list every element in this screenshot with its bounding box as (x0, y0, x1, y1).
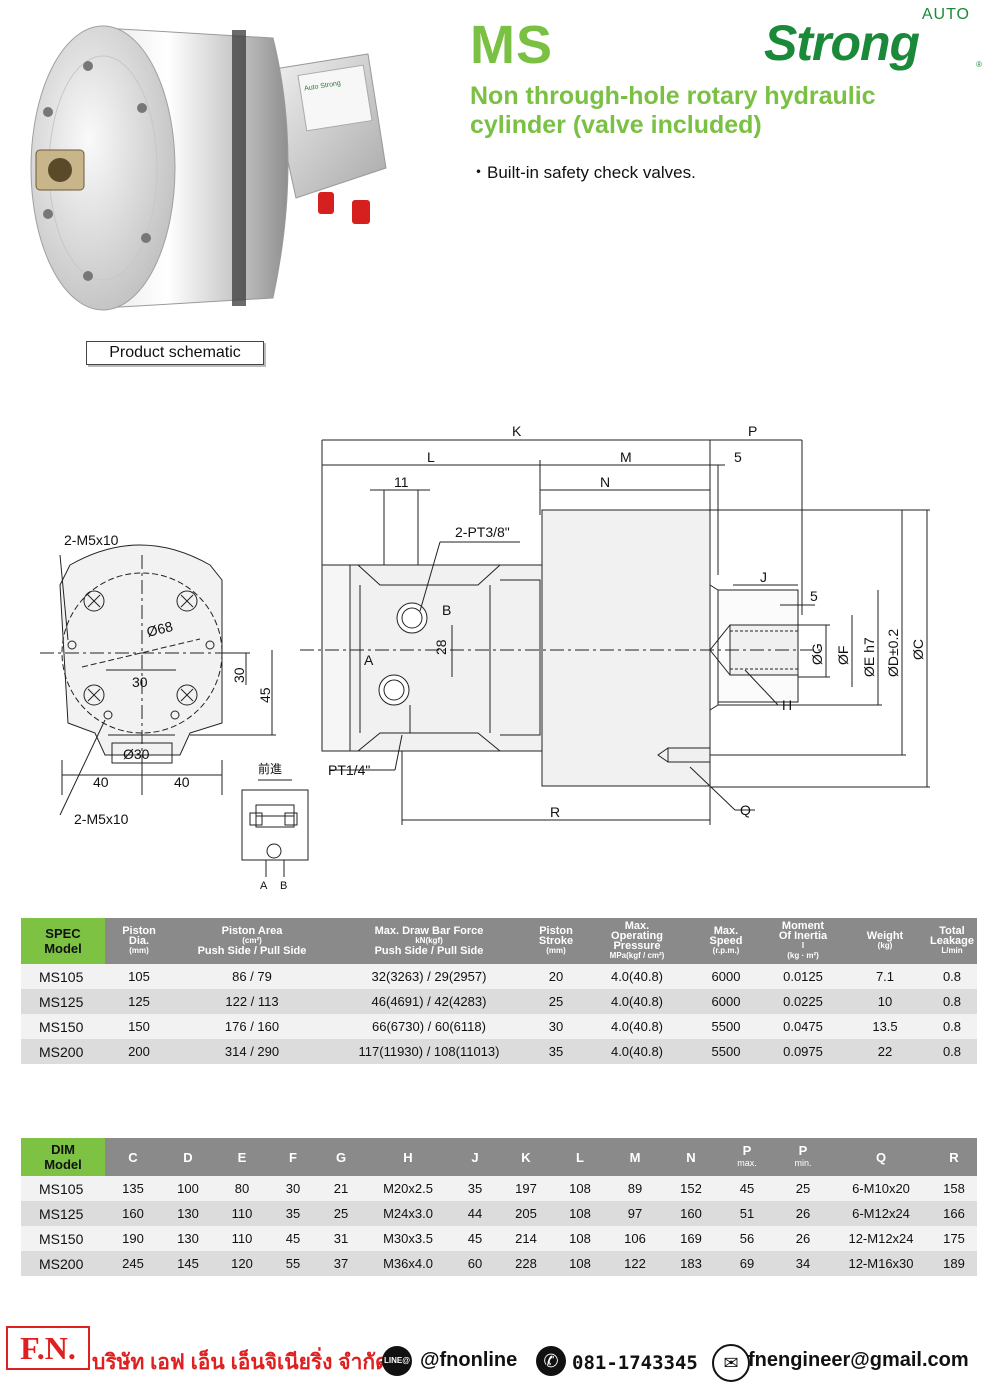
product-subtitle: Non through-hole rotary hydraulic cylind… (470, 82, 940, 140)
phone-number[interactable]: 081-1743345 (572, 1352, 698, 1374)
label-phiD: ØD±0.2 (885, 629, 901, 677)
line-icon: LINE@ (382, 1346, 412, 1376)
red-cap-left (318, 192, 334, 214)
label-phi68: Ø68 (145, 618, 175, 640)
label-L: L (427, 449, 435, 465)
dim-header-e: E (215, 1138, 269, 1176)
label-Q: Q (740, 802, 751, 818)
label-port-b: B (280, 880, 287, 892)
schematic-label: Product schematic (86, 341, 264, 365)
label-A: A (364, 652, 374, 668)
fn-logo: F.N. (6, 1326, 90, 1370)
subtitle-line-2: cylinder (valve included) (470, 111, 762, 139)
brand-auto-text: AUTO (921, 6, 970, 23)
subtitle-line-1: Non through-hole rotary hydraulic (470, 82, 876, 110)
dim-header-l: L (553, 1138, 607, 1176)
label-pt14: PT1/4" (328, 762, 370, 778)
label-H: H (782, 697, 792, 713)
feature-bullet: ・Built-in safety check valves. (470, 163, 696, 182)
dim-header-q: Q (831, 1138, 931, 1176)
label-5-top: 5 (734, 449, 742, 465)
technical-drawing: K P L M 5 N 11 2-PT3/8" B A 28 PT1/4" R … (40, 423, 930, 892)
spec-header-piston-area: Piston Area(cm²)Push Side / Pull Side (173, 918, 331, 964)
label-port-a: A (260, 880, 268, 892)
label-11: 11 (394, 474, 409, 490)
label-phi30: Ø30 (123, 746, 150, 762)
brand-strong-text: Strong (764, 15, 920, 71)
spec-header-speed: Max.Speed(r.p.m.) (689, 918, 763, 964)
dim-header-j: J (451, 1138, 499, 1176)
dim-header-c: C (105, 1138, 161, 1176)
dim-header-f: F (269, 1138, 317, 1176)
label-40-right: 40 (174, 774, 190, 790)
dim-header-n: N (663, 1138, 719, 1176)
dim-header-k: K (499, 1138, 553, 1176)
label-P: P (748, 423, 757, 439)
brand-registered-mark: ® (976, 60, 982, 69)
phone-icon: ✆ (536, 1346, 566, 1376)
dim-header-d: D (161, 1138, 215, 1176)
company-name: บริษัท เอฟ เอ็น เอ็นจิเนียริ่ง จำกัด (92, 1351, 389, 1374)
label-28: 28 (433, 639, 449, 655)
email-icon: ✉ (712, 1344, 750, 1382)
label-30-h: 30 (132, 674, 148, 690)
label-45: 45 (257, 687, 273, 703)
label-forward: 前進 (258, 761, 282, 776)
product-photo: Auto Strong (30, 25, 387, 311)
spec-header-weight: Weight(kg) (843, 918, 927, 964)
label-K: K (512, 423, 522, 439)
label-5-right: 5 (810, 588, 818, 604)
bullet-dot-icon: ・ (470, 163, 487, 182)
label-pt38: 2-PT3/8" (455, 524, 510, 540)
label-phiC: ØC (910, 639, 926, 660)
label-J: J (760, 569, 767, 585)
dim-header-m: M (607, 1138, 663, 1176)
red-cap-right (352, 200, 370, 224)
label-phiG: ØG (809, 643, 825, 665)
label-B: B (442, 602, 451, 618)
dim-header-h: H (365, 1138, 451, 1176)
label-m5-bottom: 2-M5x10 (74, 811, 129, 827)
label-40-left: 40 (93, 774, 109, 790)
model-title: MS (470, 15, 553, 75)
label-R: R (550, 804, 560, 820)
label-m5-top: 2-M5x10 (64, 532, 119, 548)
email-address[interactable]: fnengineer@gmail.com (748, 1349, 969, 1371)
dim-header-g: G (317, 1138, 365, 1176)
dim-header-r: R (931, 1138, 977, 1176)
label-N: N (600, 474, 610, 490)
brand-logo: AUTO Strong ® (760, 4, 990, 74)
label-30-v: 30 (231, 667, 247, 683)
spec-corner: SPEC Model (21, 918, 105, 964)
label-phiE: ØE h7 (861, 637, 877, 677)
label-M: M (620, 449, 632, 465)
line-id[interactable]: @fnonline (420, 1349, 518, 1371)
label-phiF: ØF (835, 646, 851, 665)
